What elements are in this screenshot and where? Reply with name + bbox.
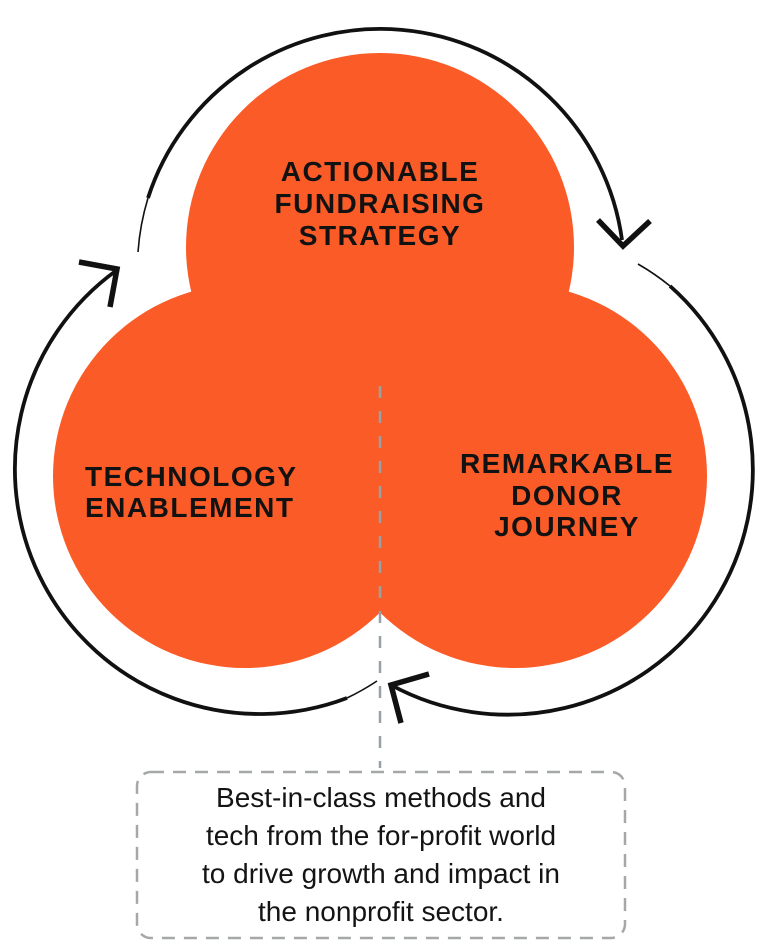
cycle-arrow-right [387, 263, 755, 724]
venn-circles [53, 53, 707, 668]
right-circle-label-line: JOURNEY [494, 511, 640, 542]
right-circle-label-line: REMARKABLE [459, 448, 675, 479]
top-circle-label: ACTIONABLE FUNDRAISING STRATEGY [180, 156, 580, 252]
callout-text-line: to drive growth and impact in [202, 858, 560, 889]
callout-text-line: the nonprofit sector. [258, 896, 504, 927]
cycle-arrows [13, 26, 755, 724]
left-circle-label-line: ENABLEMENT [85, 492, 295, 523]
top-arc-tail [137, 197, 149, 253]
left-arc-tail [346, 680, 378, 699]
top-circle-label-line: ACTIONABLE [280, 156, 480, 187]
left-arc [13, 268, 348, 716]
right-circle [323, 284, 707, 668]
right-arc-tail [637, 263, 671, 287]
cycle-arrow-left [13, 259, 378, 716]
callout-text-line: tech from the for-profit world [205, 820, 557, 851]
top-circle-label-line: FUNDRAISING [274, 188, 486, 219]
top-arc [146, 26, 624, 241]
arrowhead-up-right-icon [78, 259, 121, 308]
left-circle-label: TECHNOLOGY ENABLEMENT [85, 461, 298, 523]
cycle-arrow-top [137, 26, 652, 253]
right-circle-label-line: DONOR [511, 479, 623, 511]
callout-text-line: Best-in-class methods and [216, 782, 546, 813]
callout-text: Best-in-class methods and tech from the … [136, 771, 626, 939]
left-circle [53, 284, 437, 668]
right-circle-label: REMARKABLE DONOR JOURNEY [417, 448, 717, 543]
right-arc [390, 284, 755, 717]
callout-dashed-border [135, 770, 627, 940]
arrowhead-down-icon [596, 218, 652, 250]
left-circle-label-line: TECHNOLOGY [85, 461, 298, 492]
top-circle-label-line: STRATEGY [298, 220, 462, 251]
arrowhead-left-icon [387, 671, 430, 724]
